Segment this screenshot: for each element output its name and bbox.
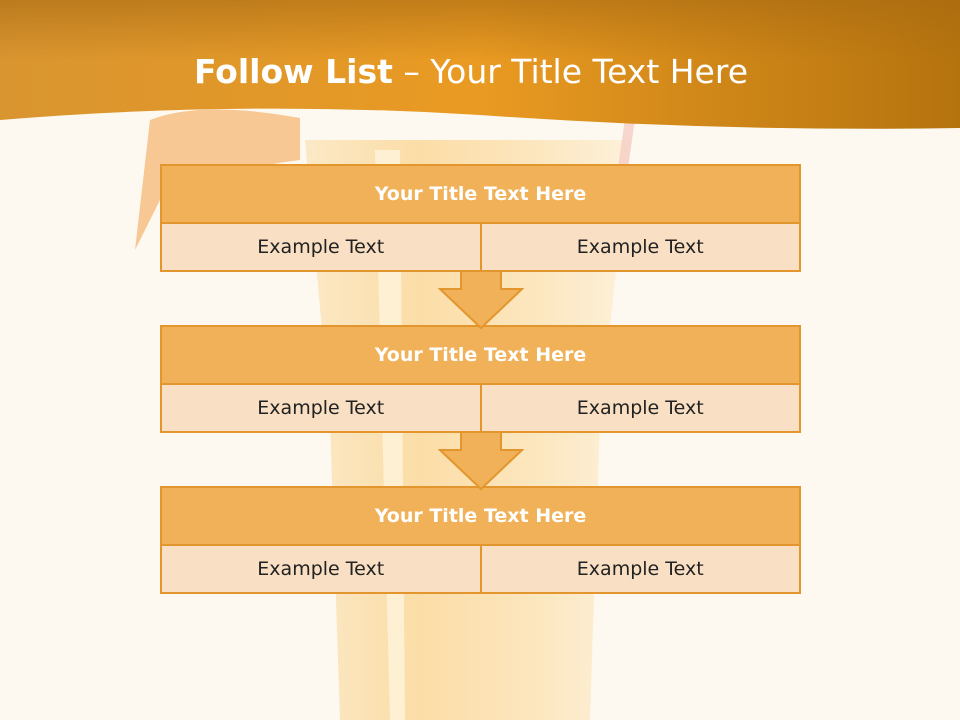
step-cell-left: Example Text [162, 385, 480, 431]
step-cell-right: Example Text [479, 546, 799, 592]
slide-title-rest: – Your Title Text Here [403, 52, 749, 91]
step-cell-left: Example Text [162, 546, 480, 592]
down-arrow-icon [438, 431, 524, 491]
step-cell-left: Example Text [162, 224, 480, 270]
step-box-2: Your Title Text Here Example Text Exampl… [160, 325, 801, 433]
step-box-3: Your Title Text Here Example Text Exampl… [160, 486, 801, 594]
step-row: Example Text Example Text [162, 224, 799, 270]
step-title: Your Title Text Here [162, 327, 799, 385]
step-box-1: Your Title Text Here Example Text Exampl… [160, 164, 801, 272]
slide-title-bold: Follow List [193, 52, 393, 91]
step-cell-right: Example Text [479, 224, 799, 270]
step-title: Your Title Text Here [162, 488, 799, 546]
step-title: Your Title Text Here [162, 166, 799, 224]
slide-title: Follow List – Your Title Text Here [0, 52, 942, 91]
step-cell-right: Example Text [479, 385, 799, 431]
step-row: Example Text Example Text [162, 385, 799, 431]
down-arrow-icon [438, 270, 524, 330]
step-row: Example Text Example Text [162, 546, 799, 592]
